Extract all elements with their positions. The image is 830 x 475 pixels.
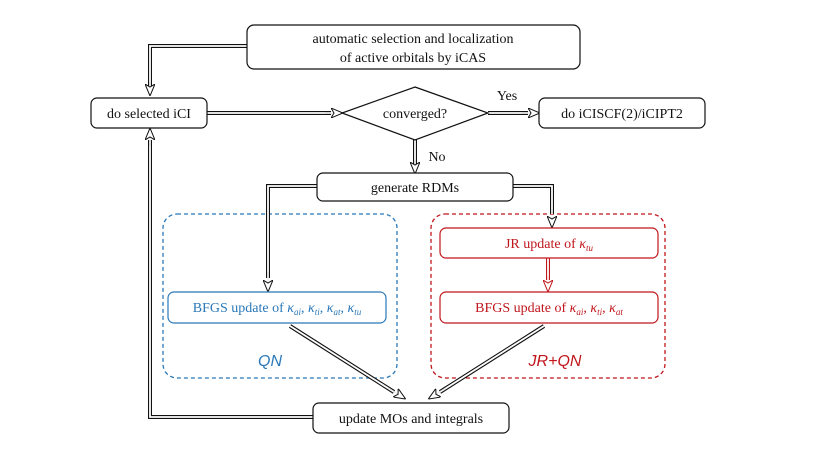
iciscf-label: do iCISCF(2)/iCIPT2 [561,107,683,122]
edge-icas-to-ci [148,44,247,88]
bfgs-jrqn-box [439,291,659,324]
yes-label: Yes [497,89,517,104]
generate-rdms-label: generate RDMs [371,181,459,196]
qn-group-box [162,213,398,379]
edge-update-to-ci [148,140,313,419]
bfgs-qn-label: BFGS update of κai, κti, κat, κtu [193,301,362,317]
bfgs-qn-box [167,291,387,324]
qn-label: QN [258,353,282,370]
jr-update-label: JR update of κtu [505,237,594,253]
bfgs-jrqn-label: BFGS update of κai, κti, κat [475,301,623,317]
update-mos-box [312,402,510,434]
icas-line1: automatic selection and localization [313,32,514,47]
converged-label: converged? [383,107,447,122]
icas-line2: of active orbitals by iCAS [340,51,486,66]
selected-ci-box [90,97,208,129]
icas-box [246,24,581,70]
jrqn-label: JR+QN [528,353,582,370]
generate-rdms-box [316,172,514,202]
update-mos-label: update MOs and integrals [339,412,483,427]
selected-ci-label: do selected iCI [107,107,191,122]
iciscf-box [538,97,706,129]
converged-diamond [340,86,490,141]
jrqn-group-box [430,213,666,379]
jr-update-box [439,227,659,259]
no-label: No [428,150,445,165]
edge-rdms-to-jr [513,184,554,214]
connectors [148,44,554,419]
edge-rdms-to-qn [266,184,317,278]
